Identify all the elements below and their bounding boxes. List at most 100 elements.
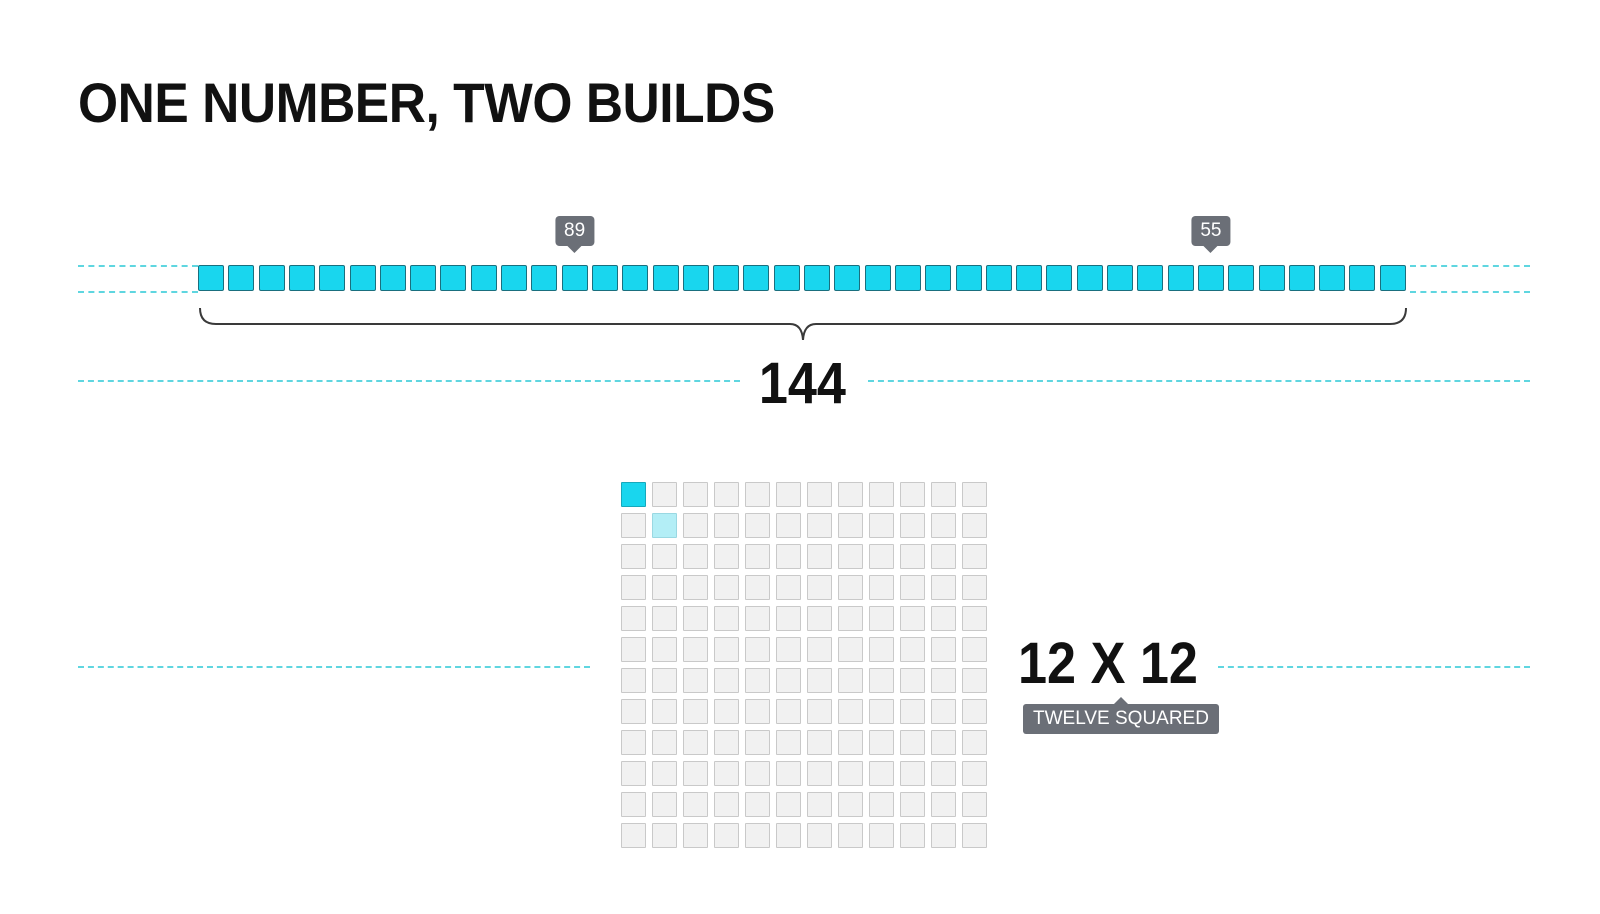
- strip-cell: [985, 265, 1012, 291]
- strip-cell: [1107, 265, 1133, 291]
- grid-cell: [652, 513, 677, 538]
- strip-cell: [379, 265, 406, 291]
- brace-path: [199, 307, 1407, 341]
- grid-cell: [807, 575, 832, 600]
- grid-cell: [900, 575, 925, 600]
- grid-cell: [714, 575, 739, 600]
- grid-cell: [714, 513, 739, 538]
- grid-cell: [745, 761, 770, 786]
- strip-cell: [652, 265, 679, 291]
- grid-cell: [962, 668, 987, 693]
- grid-cell: [714, 668, 739, 693]
- grid-cell: [962, 823, 987, 848]
- grid-cell: [776, 513, 801, 538]
- grid-cell: [621, 544, 646, 569]
- grid-cell: [838, 637, 863, 662]
- grid-cell: [714, 606, 739, 631]
- grid-cell: [900, 637, 925, 662]
- grid-cell: [776, 482, 801, 507]
- grid-cell: [776, 792, 801, 817]
- grid-cell: [869, 482, 894, 507]
- guide-line-grid-right: [1218, 666, 1530, 668]
- grid-cell: [931, 730, 956, 755]
- grid-cell: [745, 730, 770, 755]
- grid-cell: [652, 544, 677, 569]
- grid-cell: [900, 544, 925, 569]
- grid-cell: [869, 575, 894, 600]
- callout-55: 55: [1191, 216, 1231, 253]
- grid-cell: [683, 544, 708, 569]
- grid-cell: [962, 482, 987, 507]
- grid-cell: [714, 544, 739, 569]
- grid-cell: [838, 575, 863, 600]
- strip-cell: [864, 265, 891, 291]
- grid-cell: [869, 730, 894, 755]
- grid-cell: [683, 606, 708, 631]
- grid-cell: [807, 730, 832, 755]
- grid-cell: [776, 544, 801, 569]
- grid-cell: [652, 761, 677, 786]
- total-label: 144: [758, 351, 846, 416]
- grid-cell: [807, 761, 832, 786]
- grid-cell: [776, 761, 801, 786]
- grid-cell: [714, 761, 739, 786]
- grid-cell: [652, 668, 677, 693]
- grid-cell: [869, 668, 894, 693]
- strip-cell: [713, 265, 740, 291]
- grid-cell: [838, 761, 863, 786]
- callout-89: 89: [555, 216, 595, 253]
- grid-cell: [683, 761, 708, 786]
- grid-cell: [838, 730, 863, 755]
- grid-cell: [900, 606, 925, 631]
- grid-cell: [962, 637, 987, 662]
- grid-cell: [962, 513, 987, 538]
- grid-cell: [931, 606, 956, 631]
- grid-cell: [652, 699, 677, 724]
- grid-cell: [621, 637, 646, 662]
- grid-cell: [962, 606, 987, 631]
- grid-cell: [900, 699, 925, 724]
- linear-strip: [198, 265, 1410, 295]
- grid-cell: [931, 513, 956, 538]
- grid-cell: [683, 637, 708, 662]
- grid-cell: [745, 637, 770, 662]
- grid-cell: [838, 606, 863, 631]
- grid-cell: [807, 668, 832, 693]
- grid-cell: [807, 544, 832, 569]
- grid-tag: TWELVE SQUARED: [1023, 697, 1219, 734]
- grid-cell: [900, 761, 925, 786]
- grid-cell: [652, 606, 677, 631]
- grid-cell: [621, 513, 646, 538]
- strip-cell: [955, 265, 982, 291]
- grid-cell: [838, 544, 863, 569]
- grid-cell: [776, 730, 801, 755]
- grid-cell: [714, 637, 739, 662]
- strip-cell: [591, 265, 618, 291]
- grid-cell: [931, 575, 956, 600]
- strip-cell: [834, 265, 861, 291]
- grid-cell: [838, 668, 863, 693]
- guide-line-top: [78, 265, 198, 267]
- grid-cell: [869, 823, 894, 848]
- grid-cell: [683, 699, 708, 724]
- grid-cell: [683, 730, 708, 755]
- grid-cell: [776, 699, 801, 724]
- grid-cell: [869, 606, 894, 631]
- strip-cell: [773, 265, 800, 291]
- grid-cell: [683, 792, 708, 817]
- grid-cell: [962, 792, 987, 817]
- grid-cell: [869, 761, 894, 786]
- strip-cell: [561, 265, 588, 291]
- page-title: ONE NUMBER, TWO BUILDS: [78, 71, 775, 134]
- grid-cell: [652, 823, 677, 848]
- guide-line-144-right: [868, 380, 1530, 382]
- strip-cell: [1197, 265, 1224, 291]
- grid-cell: [807, 606, 832, 631]
- grid-cell: [621, 823, 646, 848]
- grid-cell: [714, 823, 739, 848]
- strip-cell: [501, 265, 527, 291]
- grid-cell: [652, 792, 677, 817]
- square-grid: [621, 482, 993, 854]
- grid-cell: [683, 823, 708, 848]
- grid-cell: [962, 699, 987, 724]
